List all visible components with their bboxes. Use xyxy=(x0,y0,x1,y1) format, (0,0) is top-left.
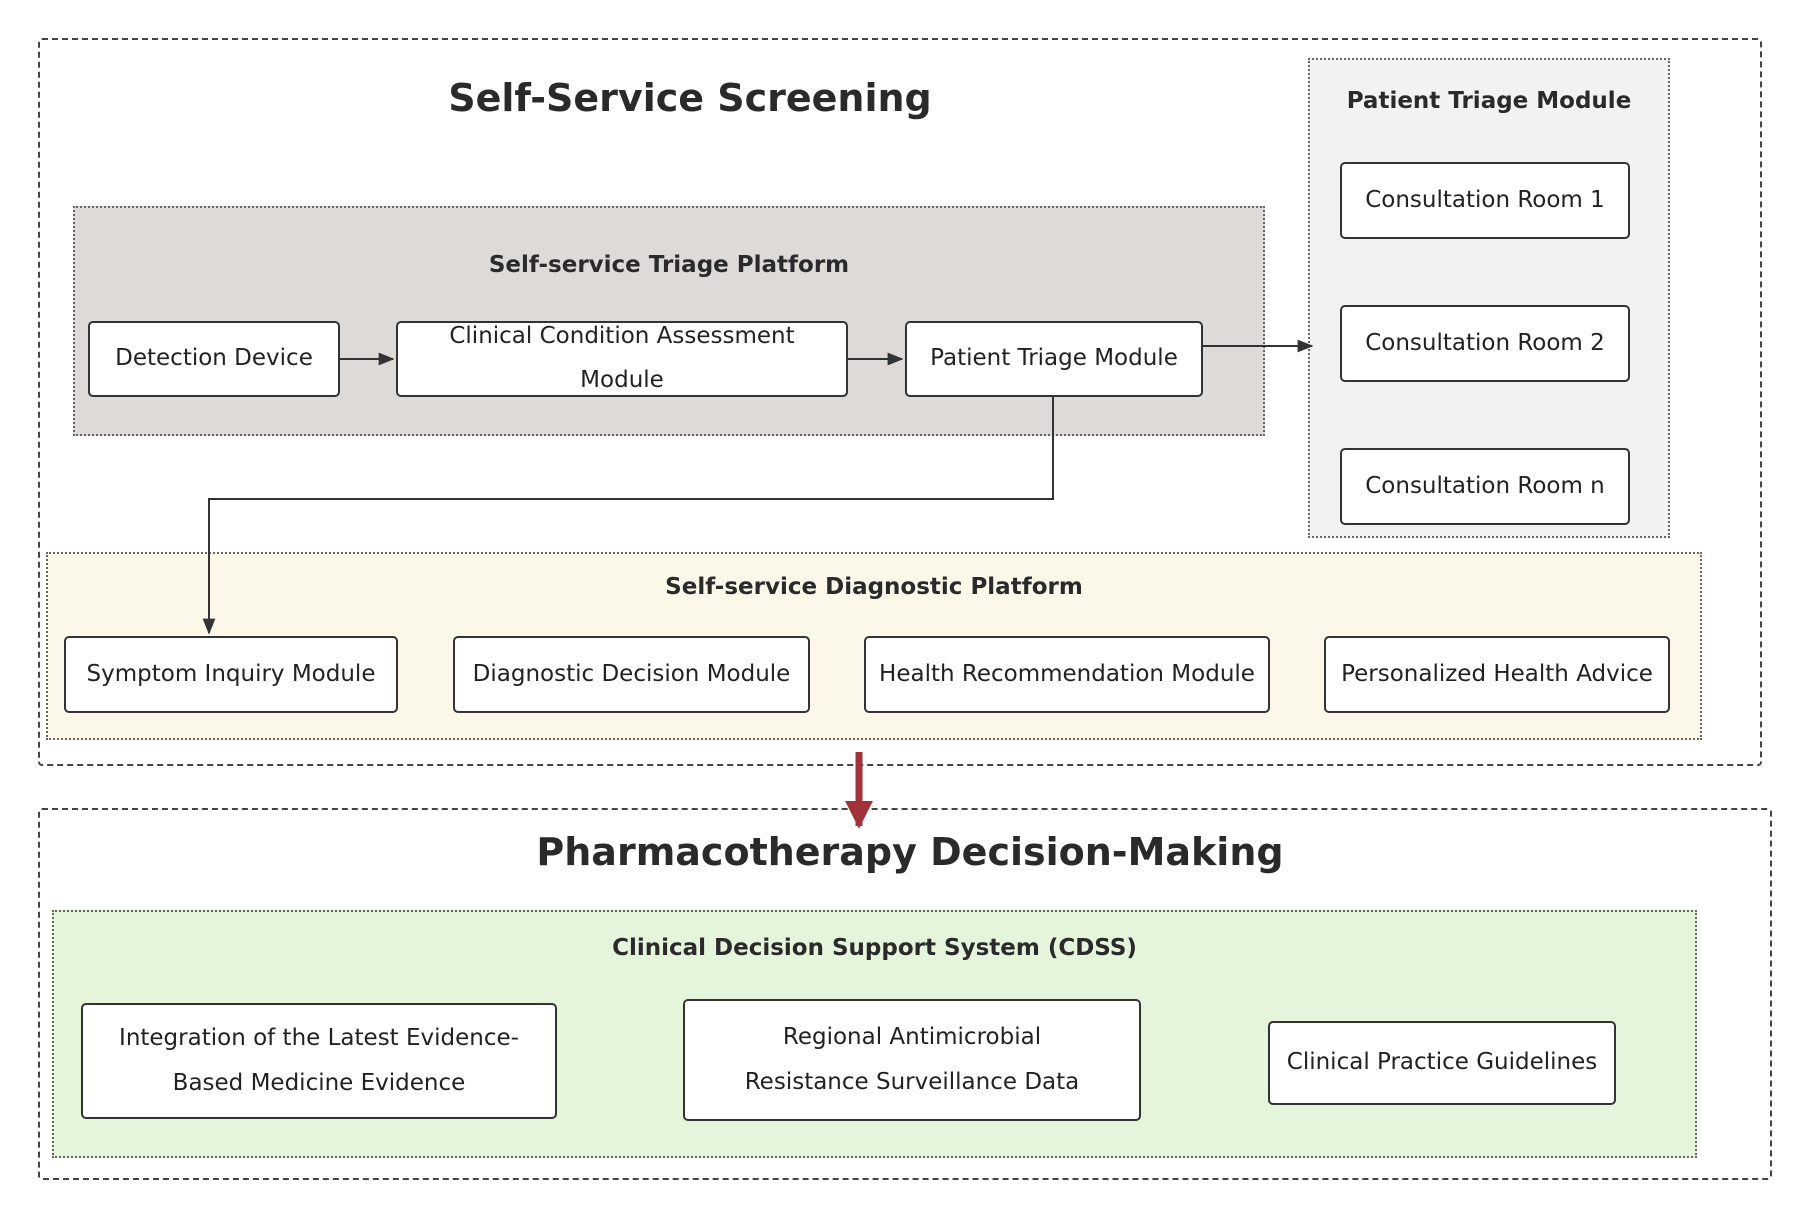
screening-section xyxy=(38,38,1762,766)
diagnostic-decision-node[interactable]: Diagnostic Decision Module xyxy=(453,636,810,713)
pharmacotherapy-section xyxy=(38,808,1772,1180)
patient-triage-title: Patient Triage Module xyxy=(1346,88,1632,114)
screening-title: Self-Service Screening xyxy=(448,76,932,120)
triage-platform-title: Self-service Triage Platform xyxy=(488,252,850,278)
personalized-health-advice-node[interactable]: Personalized Health Advice xyxy=(1324,636,1670,713)
diagnostic-platform-title: Self-service Diagnostic Platform xyxy=(665,574,1083,600)
health-recommendation-node[interactable]: Health Recommendation Module xyxy=(864,636,1270,713)
patient-triage-node[interactable]: Patient Triage Module xyxy=(905,321,1203,397)
evidence-based-medicine-node[interactable]: Integration of the Latest Evidence-Based… xyxy=(81,1003,557,1119)
consultation-room-n-node[interactable]: Consultation Room n xyxy=(1340,448,1630,525)
antimicrobial-resistance-node[interactable]: Regional Antimicrobial Resistance Survei… xyxy=(683,999,1141,1121)
clinical-practice-guidelines-node[interactable]: Clinical Practice Guidelines xyxy=(1268,1021,1616,1105)
cdss-title: Clinical Decision Support System (CDSS) xyxy=(612,935,1137,961)
pharmacotherapy-title: Pharmacotherapy Decision-Making xyxy=(536,830,1284,874)
detection-device-node[interactable]: Detection Device xyxy=(88,321,340,397)
symptom-inquiry-node[interactable]: Symptom Inquiry Module xyxy=(64,636,398,713)
consultation-room-2-node[interactable]: Consultation Room 2 xyxy=(1340,305,1630,382)
consultation-room-1-node[interactable]: Consultation Room 1 xyxy=(1340,162,1630,239)
clinical-condition-assessment-node[interactable]: Clinical Condition Assessment Module xyxy=(396,321,848,397)
